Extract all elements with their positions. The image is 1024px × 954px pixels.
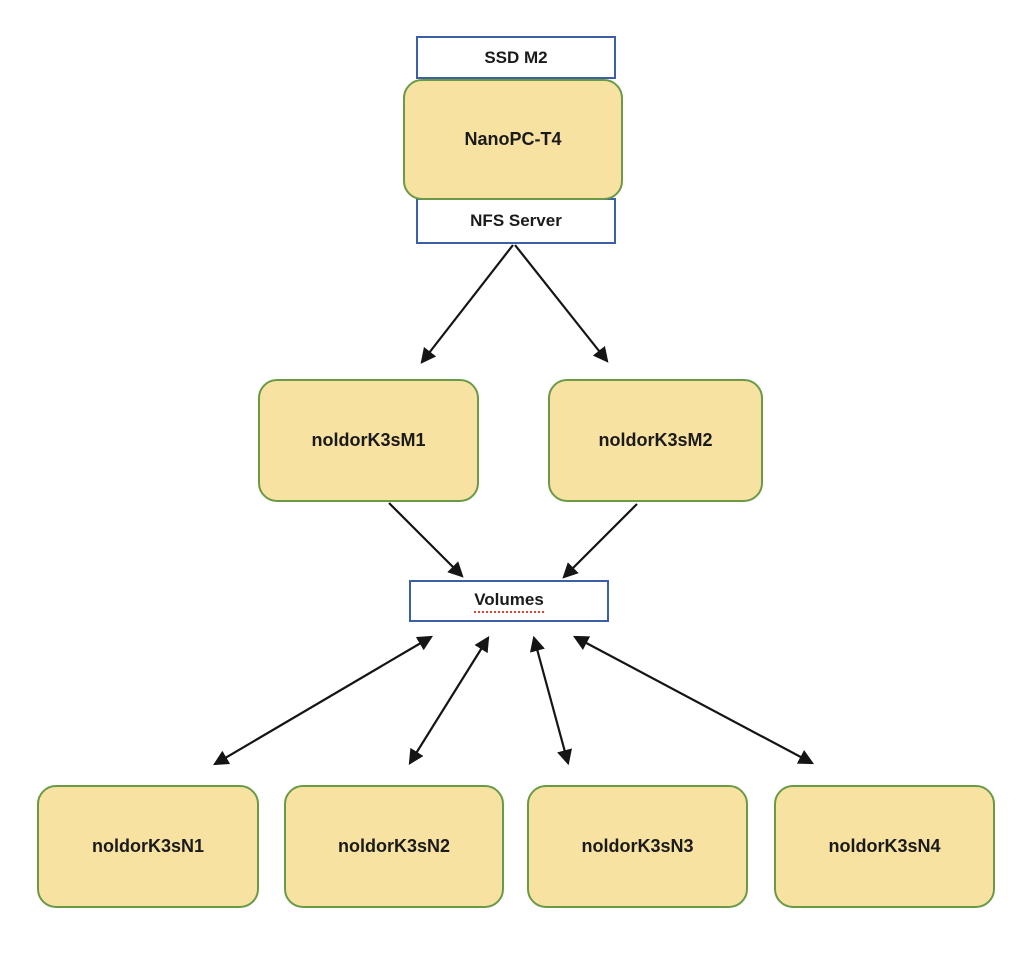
edge-master1-to-volumes xyxy=(388,502,464,578)
node-noldork3sn2-label: noldorK3sN2 xyxy=(337,836,451,856)
edge-volumes-node4 xyxy=(572,635,815,765)
edge-volumes-node1 xyxy=(213,635,433,766)
node-noldork3sm1: noldorK3sM1 xyxy=(258,379,479,502)
node-noldork3sn4-label: noldorK3sN4 xyxy=(828,836,941,856)
node-nanopc-t4: NanoPC-T4 xyxy=(403,79,623,200)
edge-master2-to-volumes xyxy=(562,503,638,579)
node-nfs-server: NFS Server xyxy=(416,198,616,244)
node-noldork3sn1: noldorK3sN1 xyxy=(37,785,259,908)
node-noldork3sn1-label: noldorK3sN1 xyxy=(91,836,205,856)
node-noldork3sn3: noldorK3sN3 xyxy=(527,785,748,908)
edge-nfs-to-master1 xyxy=(420,244,514,364)
node-nfs-server-label: NFS Server xyxy=(470,211,562,230)
edge-volumes-node3 xyxy=(530,635,572,766)
node-noldork3sm2: noldorK3sM2 xyxy=(548,379,763,502)
node-noldork3sn4: noldorK3sN4 xyxy=(774,785,995,908)
node-volumes-label: Volumes xyxy=(474,590,544,613)
node-ssd-m2-label: SSD M2 xyxy=(484,47,548,67)
node-ssd-m2: SSD M2 xyxy=(416,36,616,79)
node-volumes: Volumes xyxy=(409,580,609,622)
edge-nfs-to-master2 xyxy=(514,244,609,363)
node-noldork3sm2-label: noldorK3sM2 xyxy=(598,430,713,450)
edge-volumes-node2 xyxy=(408,636,490,765)
node-noldork3sm1-label: noldorK3sM1 xyxy=(311,430,426,450)
node-noldork3sn3-label: noldorK3sN3 xyxy=(581,836,694,856)
node-noldork3sn2: noldorK3sN2 xyxy=(284,785,504,908)
node-nanopc-t4-label: NanoPC-T4 xyxy=(464,129,562,149)
